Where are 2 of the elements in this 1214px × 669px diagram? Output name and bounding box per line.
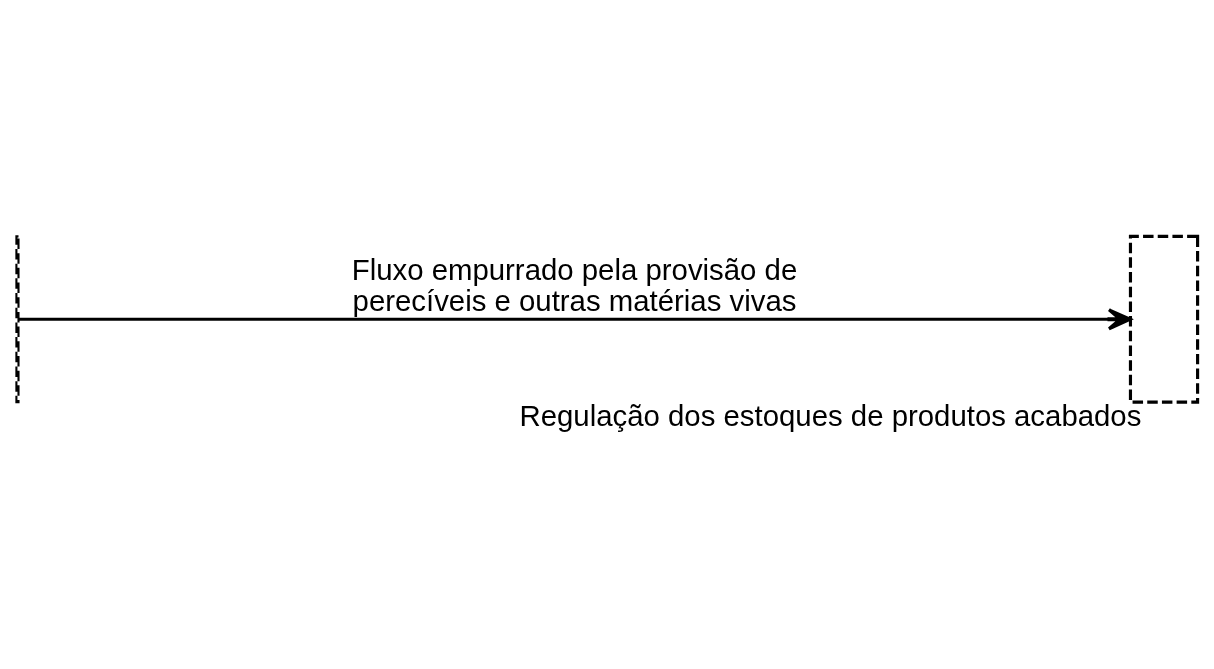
- node-label: Regulação dos estoques de produtos acabados: [519, 398, 1142, 432]
- edge-label: Fluxo empurrado pela provisão de perecíveis e outras matérias vivas: [351, 252, 798, 317]
